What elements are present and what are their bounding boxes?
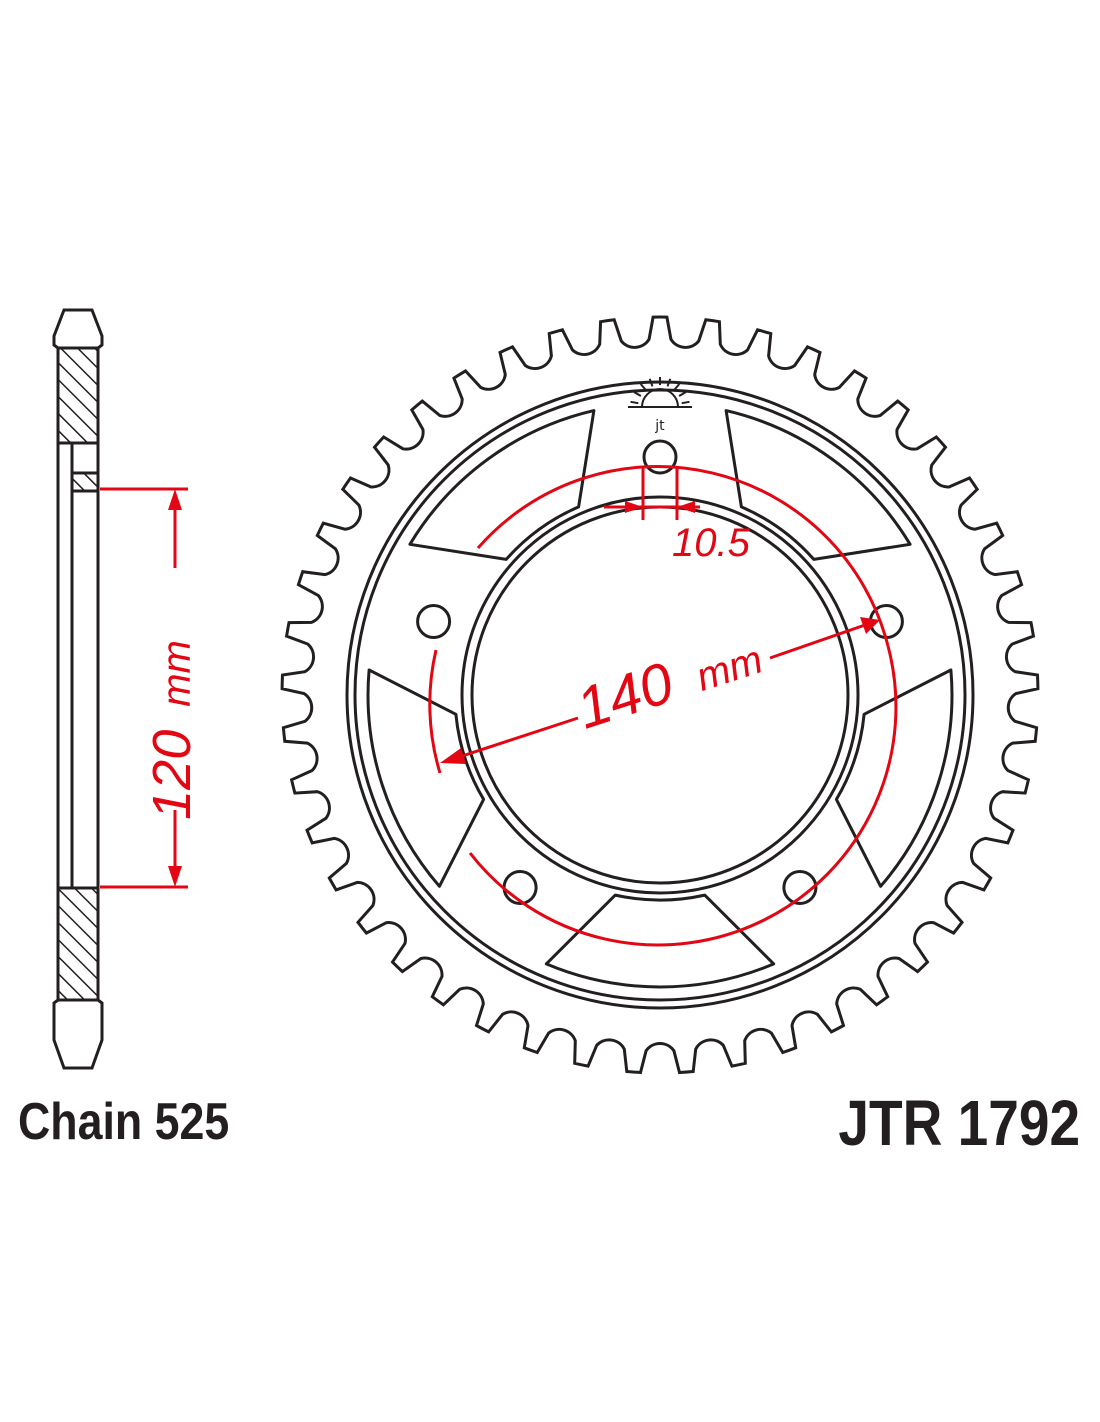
bolt-circle-value: 140 bbox=[569, 650, 681, 742]
inner-diameter-unit: mm bbox=[155, 640, 199, 707]
inner-diameter-value: 120 bbox=[142, 730, 202, 820]
lightening-cutout bbox=[366, 668, 486, 888]
inner-diameter-label: 120 mm bbox=[142, 640, 202, 820]
lightening-cutout bbox=[544, 893, 776, 989]
bolt-hole-dimension bbox=[604, 468, 700, 520]
bolt-circle-unit: mm bbox=[691, 637, 768, 699]
bolt-circle bbox=[428, 465, 898, 947]
lightening-cutout bbox=[408, 409, 596, 561]
lightening-cutouts bbox=[366, 409, 954, 989]
bolt-hole bbox=[782, 870, 818, 905]
chain-size-label: Chain 525 bbox=[18, 1093, 230, 1151]
svg-text:jt: jt bbox=[654, 418, 665, 434]
lightening-cutout bbox=[834, 668, 954, 888]
side-profile bbox=[52, 308, 104, 1070]
bolt-hole-label: 10.5 bbox=[672, 521, 751, 565]
lightening-cutout bbox=[724, 409, 912, 561]
bolt-hole bbox=[502, 870, 538, 905]
part-number-label: JTR 1792 bbox=[838, 1087, 1080, 1159]
sprocket-teeth bbox=[280, 315, 1040, 1075]
bolt-hole bbox=[642, 439, 678, 475]
bolt-circle-label: 140 mm bbox=[569, 621, 769, 741]
inner-diameter-dimension bbox=[100, 487, 188, 889]
center-bore bbox=[460, 495, 860, 895]
bolt-circle-dimension bbox=[440, 617, 880, 764]
sun-logo-icon: jt bbox=[628, 377, 692, 434]
bolt-hole bbox=[416, 604, 452, 639]
bolt-holes bbox=[416, 439, 904, 905]
